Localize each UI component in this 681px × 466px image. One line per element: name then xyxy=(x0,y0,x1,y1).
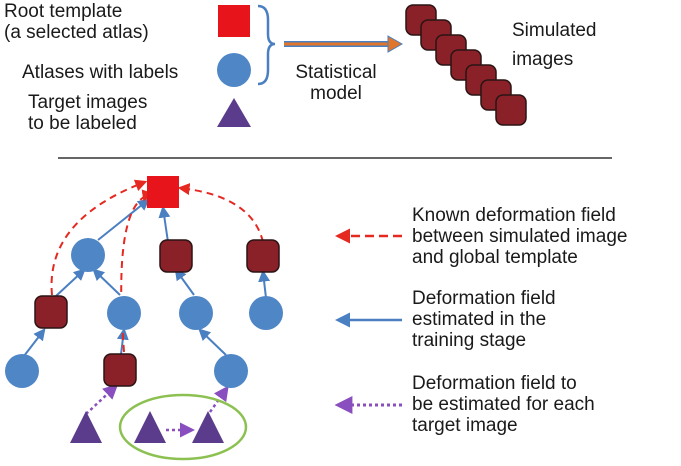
atlas-node xyxy=(179,296,213,330)
simulated-image-node xyxy=(103,353,137,387)
atlases-label: Atlases with labels xyxy=(22,62,179,83)
simulated-images-label: Simulated images xyxy=(512,20,597,70)
root-template-label: Root template (a selected atlas) xyxy=(4,1,149,43)
atlas-node xyxy=(249,296,283,330)
simulated-images-stack xyxy=(405,4,527,126)
target-icon xyxy=(217,98,251,127)
simulated-image-node xyxy=(34,295,68,329)
atlas-node xyxy=(214,354,248,388)
atlas-icon xyxy=(217,53,251,87)
root-template-icon xyxy=(218,5,250,37)
target-node xyxy=(70,411,102,443)
root-template-node xyxy=(147,176,179,208)
atlas-node xyxy=(71,238,105,272)
known-edges xyxy=(50,179,264,353)
atlas-node xyxy=(107,296,141,330)
estimated-field-label: Deformation field estimated in the train… xyxy=(412,288,556,351)
simulated-image-node xyxy=(159,239,193,273)
known-field-label: Known deformation field between simulate… xyxy=(412,205,628,268)
statistical-model-label: Statistical model xyxy=(295,62,377,104)
target-node xyxy=(134,411,166,443)
legend-bracket xyxy=(257,4,276,86)
target-node xyxy=(192,411,224,443)
atlas-node xyxy=(5,354,39,388)
to-estimate-field-label: Deformation field to be estimated for ea… xyxy=(412,373,595,436)
target-group-ellipse xyxy=(118,393,248,461)
estimated-edges xyxy=(23,198,271,357)
simulated-image-node xyxy=(246,239,280,273)
targets-label: Target images to be labeled xyxy=(28,92,148,134)
